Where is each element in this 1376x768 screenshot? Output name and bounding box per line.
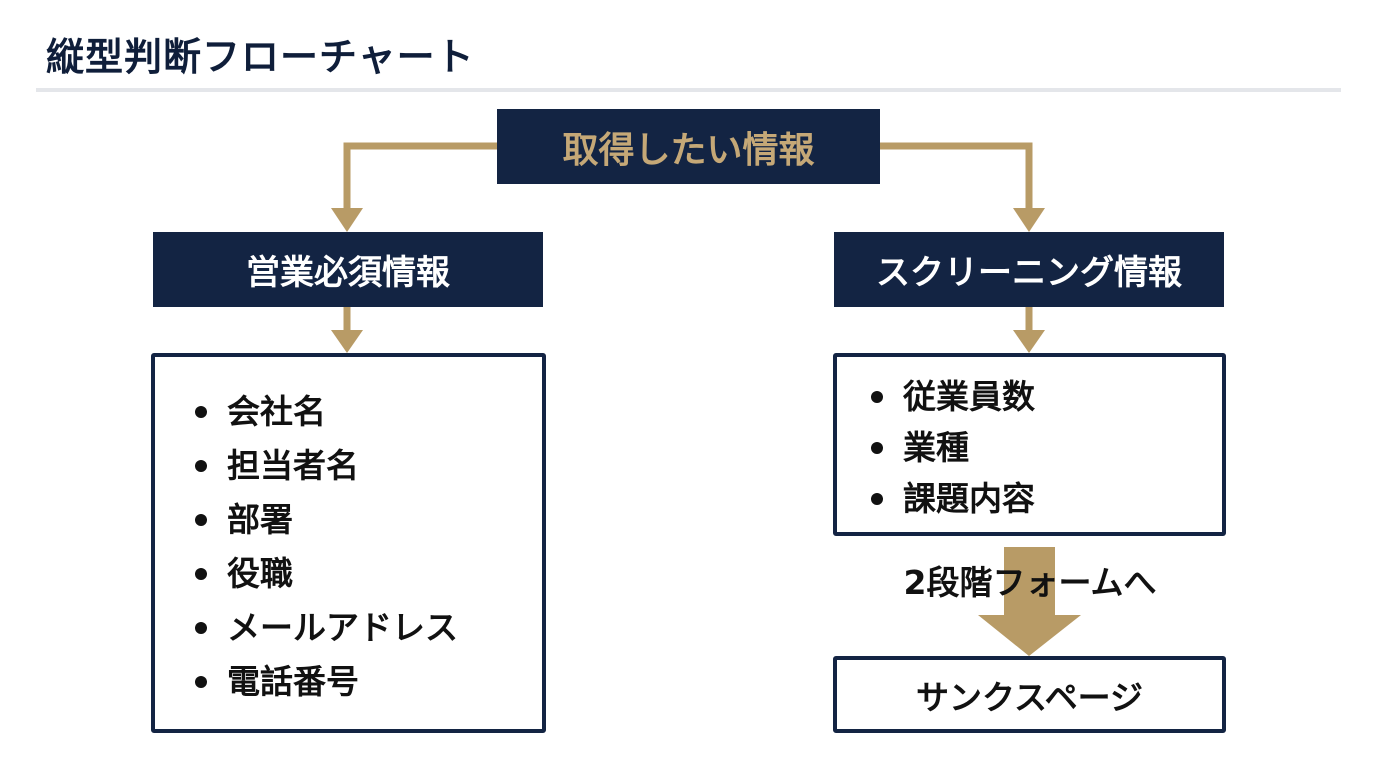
list-item: 課題内容 — [867, 473, 1222, 524]
root-node: 取得したい情報 — [497, 109, 880, 184]
sales-info-label: 営業必須情報 — [246, 253, 450, 293]
list-item: 会社名 — [191, 385, 542, 439]
bullet-icon — [871, 390, 883, 403]
bullet-icon — [195, 460, 207, 472]
list-item: 業種 — [867, 422, 1222, 473]
list-item: メールアドレス — [191, 601, 542, 655]
screening-items-box: 従業員数 業種 課題内容 — [833, 353, 1226, 536]
arrowhead-root-to-screening — [1013, 208, 1045, 232]
root-node-label: 取得したい情報 — [562, 129, 815, 171]
two-step-form-label: 2段階フォームへ — [903, 563, 1157, 602]
list-item: 担当者名 — [191, 439, 542, 493]
list-item: 部署 — [191, 493, 542, 547]
arrowhead-screening-to-list — [1013, 330, 1045, 353]
sales-info-node: 営業必須情報 — [153, 232, 543, 307]
list-item: 電話番号 — [191, 655, 542, 709]
title-divider — [36, 88, 1341, 92]
arrowhead-root-to-sales — [331, 208, 363, 232]
thanks-page-node: サンクスページ — [833, 656, 1226, 733]
bullet-icon — [871, 492, 883, 505]
sales-items-box: 会社名 担当者名 部署 役職 メールアドレス 電話番号 — [151, 353, 546, 733]
bullet-icon — [871, 441, 883, 454]
bullet-icon — [195, 568, 207, 580]
sales-items-list: 会社名 担当者名 部署 役職 メールアドレス 電話番号 — [191, 385, 542, 709]
page-title: 縦型判断フローチャート — [46, 35, 475, 79]
screening-info-node: スクリーニング情報 — [834, 232, 1224, 307]
screening-items-list: 従業員数 業種 課題内容 — [867, 371, 1222, 524]
bullet-icon — [195, 676, 207, 688]
screening-info-label: スクリーニング情報 — [876, 253, 1182, 293]
connector-root-to-sales — [343, 142, 497, 210]
big-arrow-shaft — [1004, 547, 1055, 617]
big-arrow-head — [978, 615, 1081, 656]
thanks-page-label: サンクスページ — [915, 677, 1144, 717]
list-item: 従業員数 — [867, 371, 1222, 422]
bullet-icon — [195, 514, 207, 526]
bullet-icon — [195, 406, 207, 418]
arrowhead-sales-to-list — [331, 330, 363, 353]
connector-root-to-screening — [880, 142, 1033, 210]
bullet-icon — [195, 622, 207, 634]
list-item: 役職 — [191, 547, 542, 601]
